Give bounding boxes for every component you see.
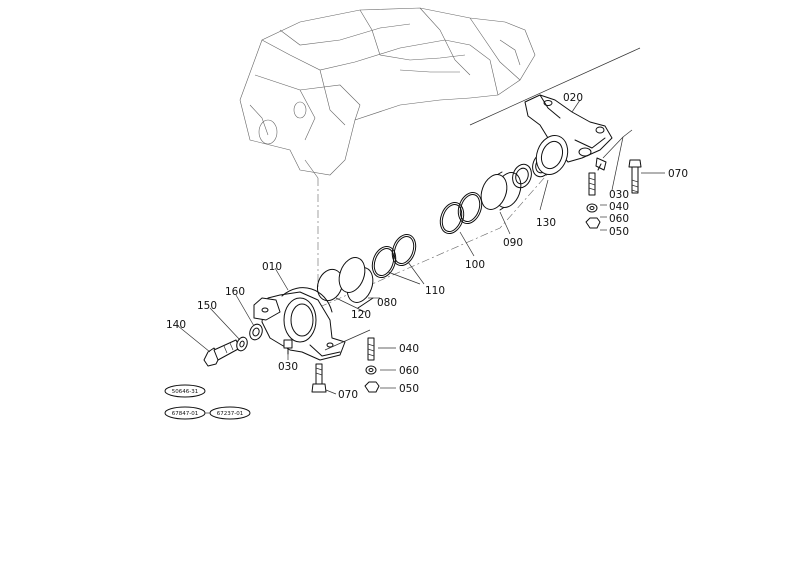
callouts: 010 020 030 040 060 050 070 130 090 100 …	[166, 92, 688, 401]
grease-nipple-left	[283, 339, 293, 355]
o-ring-120	[316, 268, 344, 302]
washer-right	[586, 203, 598, 213]
label-160: 160	[225, 286, 245, 298]
spacer-160	[249, 323, 263, 341]
label-090: 090	[503, 237, 523, 249]
label-040-left: 040	[399, 343, 419, 355]
bolt-right	[628, 159, 642, 194]
label-050-left: 050	[399, 383, 419, 395]
label-120: 120	[351, 309, 371, 321]
nut-right	[585, 217, 601, 229]
leader-lines	[177, 99, 665, 395]
label-050-right: 050	[609, 226, 629, 238]
frame-edge-line	[469, 47, 641, 126]
label-150: 150	[197, 300, 217, 312]
label-030-left: 030	[278, 361, 298, 373]
label-100: 100	[465, 259, 485, 271]
grease-nipple-right	[595, 157, 607, 171]
tractor-frame-outline	[239, 7, 536, 179]
label-070-left: 070	[338, 389, 358, 401]
label-010: 010	[262, 261, 282, 273]
label-060-left: 060	[399, 365, 419, 377]
label-080: 080	[377, 297, 397, 309]
washer-left	[365, 365, 377, 375]
ref-oval-3: 67237-01	[217, 411, 243, 417]
label-060-right: 060	[609, 213, 629, 225]
label-070-right: 070	[668, 168, 688, 180]
label-030-right: 030	[609, 189, 629, 201]
front-support-bracket	[253, 287, 346, 361]
nut-left	[364, 381, 380, 393]
stud-bolt-left	[367, 337, 375, 361]
label-110: 110	[425, 285, 445, 297]
stud-bolt-right	[588, 172, 596, 196]
bolt-140	[203, 339, 241, 367]
label-040-right: 040	[609, 201, 629, 213]
bolt-left	[311, 363, 327, 393]
shim-rings-110	[371, 234, 417, 278]
washer-150	[236, 336, 248, 352]
label-130: 130	[536, 217, 556, 229]
bushing-080	[338, 257, 374, 309]
label-140: 140	[166, 319, 186, 331]
bushing-090	[480, 171, 522, 211]
label-020: 020	[563, 92, 583, 104]
rear-support-bracket	[524, 94, 613, 175]
shim-rings-100	[439, 192, 483, 234]
reference-ovals: 50646-31 67847-01 67237-01	[164, 384, 251, 420]
ref-oval-2: 67847-01	[172, 411, 198, 417]
ref-oval-1: 50646-31	[172, 389, 198, 395]
